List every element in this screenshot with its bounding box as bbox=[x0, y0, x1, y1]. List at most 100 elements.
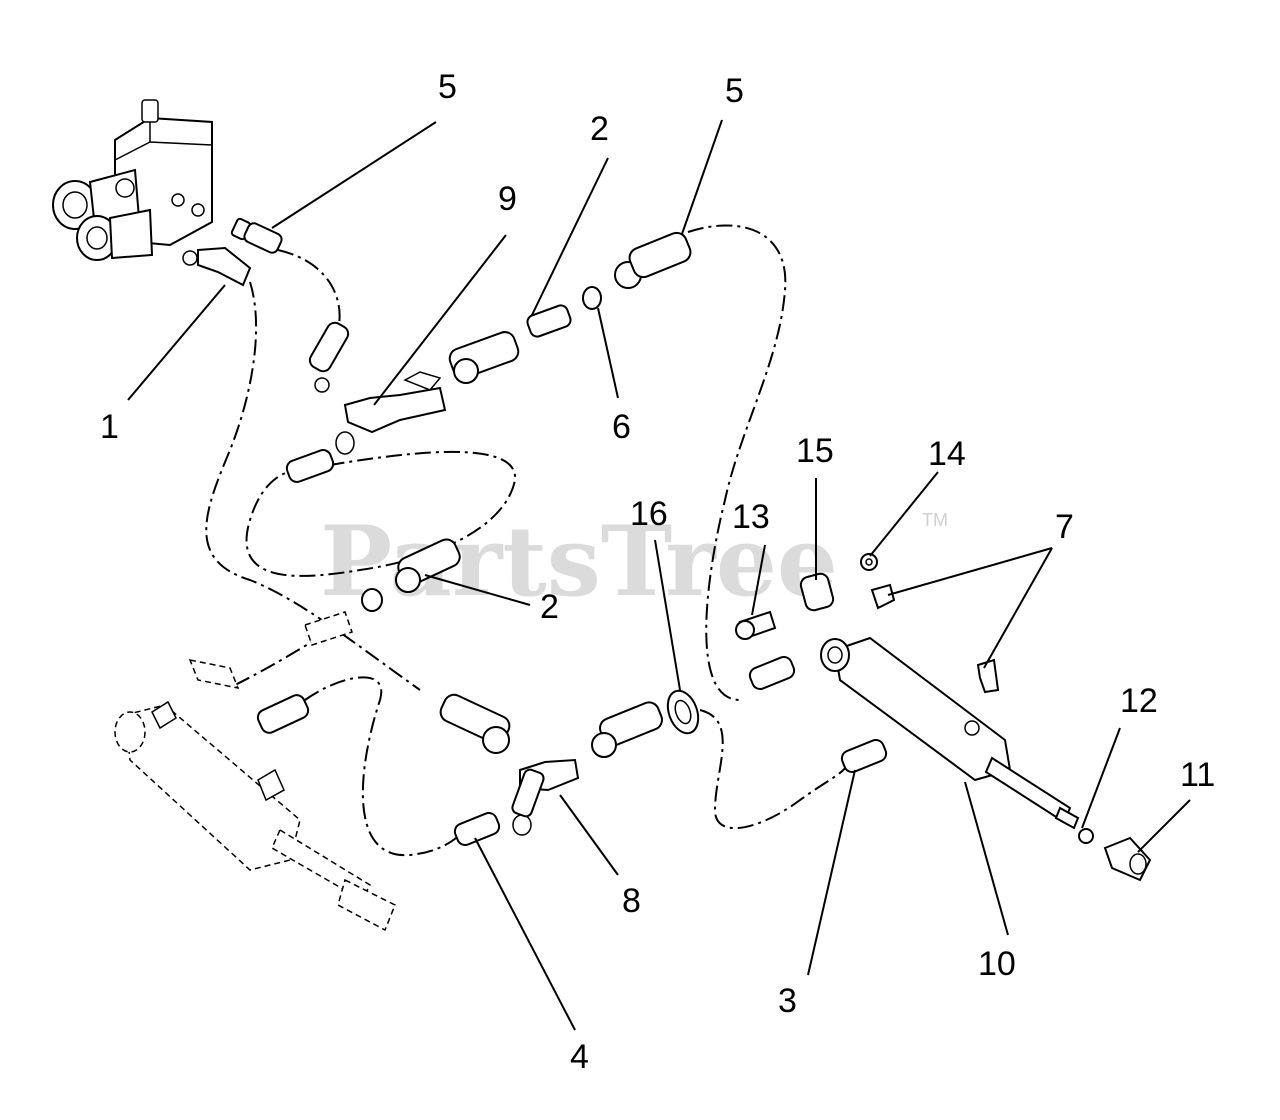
tee-9-tab bbox=[403, 371, 442, 391]
grease-fitting-7a bbox=[870, 583, 896, 610]
leader-5-right bbox=[681, 119, 723, 235]
cylinder-10-rod-tip bbox=[1054, 806, 1080, 830]
callout-4: 4 bbox=[570, 1038, 589, 1076]
valve-port-1 bbox=[115, 178, 135, 198]
bolt-13-head bbox=[735, 620, 755, 640]
elbow-fitting-1 bbox=[197, 246, 252, 287]
valve-port-3 bbox=[191, 203, 205, 217]
callout-12: 12 bbox=[1120, 682, 1158, 720]
adapter-6 bbox=[582, 286, 602, 310]
hose-ghost-left bbox=[234, 639, 316, 686]
leader-4 bbox=[474, 837, 576, 1031]
adapter-2-upper bbox=[526, 304, 572, 338]
upper-fitting-chain bbox=[285, 231, 692, 483]
solenoid-lower-body bbox=[108, 208, 154, 260]
valve-port-2 bbox=[171, 193, 185, 207]
nut-12 bbox=[1078, 828, 1094, 844]
callout-16: 16 bbox=[630, 495, 668, 533]
fitting-13-hose-end bbox=[748, 655, 796, 691]
adapter-4 bbox=[453, 811, 501, 847]
callout-15: 15 bbox=[796, 432, 834, 470]
cylinder-10-port bbox=[964, 720, 980, 736]
hose-nut-lower-center bbox=[482, 726, 510, 754]
callout-5-right: 5 bbox=[725, 72, 744, 110]
rod-end-11-eye bbox=[1129, 853, 1147, 875]
leader-lines bbox=[127, 119, 1191, 1031]
hose-loop-center bbox=[245, 450, 517, 577]
leader-11 bbox=[1137, 799, 1191, 853]
valve-block-edge bbox=[114, 118, 213, 161]
ghost-cylinder-end bbox=[337, 878, 396, 932]
nut-14-hole bbox=[865, 558, 873, 566]
leader-6 bbox=[597, 307, 619, 399]
adapter-mid bbox=[361, 588, 383, 612]
ghost-cylinder-eye bbox=[114, 711, 146, 753]
leader-9 bbox=[373, 234, 507, 406]
leader-13 bbox=[751, 544, 766, 616]
callout-9: 9 bbox=[498, 180, 517, 218]
callout-8: 8 bbox=[622, 882, 641, 920]
tee-9-branch bbox=[335, 431, 355, 455]
ghost-cylinder-fitting-mid bbox=[257, 768, 285, 802]
grease-fitting-7b bbox=[976, 658, 1000, 694]
hose-end-upper-small bbox=[308, 321, 350, 373]
valve-port-nut bbox=[182, 250, 198, 266]
bushing-15 bbox=[799, 572, 835, 612]
adapter-3 bbox=[840, 738, 888, 774]
solenoid-lower-cap bbox=[86, 226, 108, 250]
leader-7a bbox=[887, 547, 1053, 596]
hose-end-5-top bbox=[243, 222, 283, 254]
callout-11: 11 bbox=[1180, 756, 1215, 794]
tee-fitting-9 bbox=[343, 386, 447, 434]
gear-washer-16-inner bbox=[674, 699, 692, 725]
small-hardware bbox=[735, 553, 1152, 882]
tee-8-branch bbox=[512, 814, 532, 836]
callout-2-top: 2 bbox=[590, 110, 609, 148]
hose-end-left-mid bbox=[285, 449, 335, 483]
leader-8 bbox=[559, 794, 619, 876]
callout-1: 1 bbox=[100, 408, 119, 446]
leader-3 bbox=[807, 769, 856, 976]
valve-top-fitting bbox=[141, 99, 159, 123]
cylinder-10-eye-hole bbox=[827, 646, 843, 664]
hose-end-lower-left bbox=[256, 694, 310, 734]
small-nut-upper bbox=[314, 377, 330, 393]
ghost-fitting-left bbox=[188, 658, 240, 690]
leader-16 bbox=[654, 539, 681, 691]
middle-fittings bbox=[188, 538, 511, 754]
ghost-fitting-mid bbox=[304, 611, 353, 646]
leader-7b bbox=[983, 547, 1053, 669]
leader-1 bbox=[127, 284, 226, 401]
hose-end-5-right bbox=[628, 231, 692, 279]
watermark-tm: TM bbox=[922, 510, 948, 530]
callout-6: 6 bbox=[612, 408, 631, 446]
callout-7: 7 bbox=[1055, 508, 1074, 546]
tee-8-stem bbox=[511, 768, 545, 818]
hose-nut-2-mid bbox=[395, 567, 421, 593]
hose-nut-16-side bbox=[591, 732, 617, 758]
callout-5-left: 5 bbox=[438, 68, 457, 106]
hose-valve-to-tee bbox=[277, 249, 341, 331]
leader-10 bbox=[964, 781, 1009, 936]
hose-top-right-loop bbox=[687, 224, 787, 701]
hose-nut-center bbox=[453, 358, 479, 384]
solenoid-upper-cap bbox=[62, 191, 88, 219]
hose-lower-left bbox=[304, 676, 466, 857]
callout-14: 14 bbox=[928, 435, 966, 473]
control-valve-assembly bbox=[52, 99, 283, 287]
callout-3: 3 bbox=[778, 982, 797, 1020]
callout-10: 10 bbox=[978, 945, 1016, 983]
callout-labels: 1 5 9 2 5 6 2 16 13 15 14 7 8 4 3 10 12 … bbox=[100, 68, 1215, 1076]
leader-12 bbox=[1081, 727, 1121, 829]
callout-2-mid: 2 bbox=[540, 588, 559, 626]
steering-cylinder-10 bbox=[748, 636, 1080, 830]
leader-14 bbox=[869, 471, 939, 557]
lower-center-fittings bbox=[453, 689, 700, 847]
ghost-cylinder-fitting-top bbox=[151, 700, 177, 730]
leader-2-mid bbox=[424, 574, 531, 606]
reference-cylinder-left bbox=[114, 700, 396, 932]
leader-5-left bbox=[271, 121, 437, 229]
leader-2-top bbox=[531, 157, 609, 316]
callout-13: 13 bbox=[732, 498, 770, 536]
